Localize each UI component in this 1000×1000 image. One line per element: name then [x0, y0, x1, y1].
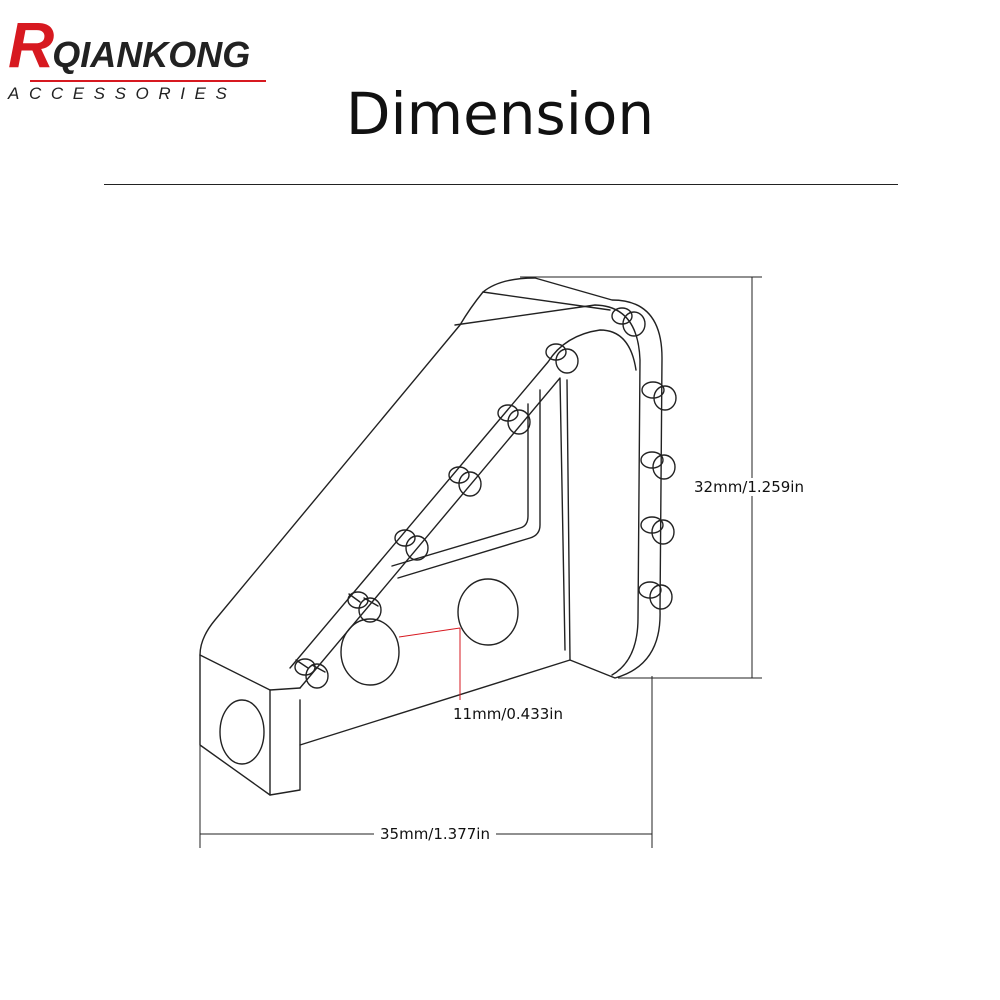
stud — [640, 516, 675, 545]
brand-logo-subtitle: ACCESSORIES — [8, 84, 237, 103]
stud — [640, 451, 676, 480]
bracket-back-face — [454, 304, 641, 676]
stud — [394, 529, 429, 561]
title-divider — [104, 184, 898, 185]
stud — [638, 581, 673, 610]
stud — [611, 307, 646, 337]
bracket-inner-plate — [397, 389, 541, 579]
mount-hole-front — [219, 699, 265, 765]
stud-row-back — [611, 307, 677, 610]
brand-logo-wordmark: RQIANKONG — [8, 8, 250, 82]
stud — [497, 404, 531, 435]
mount-hole-1 — [340, 618, 400, 686]
width-dimension-label: 35mm/1.377in — [374, 825, 496, 843]
stud — [641, 381, 677, 411]
mount-hole-2 — [457, 578, 519, 646]
hole-dim-line — [398, 627, 461, 638]
bracket-top-edge — [482, 291, 611, 311]
stud — [545, 343, 579, 374]
brand-logo-name: QIANKONG — [52, 34, 251, 75]
bracket-outline — [199, 277, 663, 796]
brand-logo-underline — [30, 80, 266, 82]
stud — [294, 658, 329, 689]
stud — [448, 466, 482, 497]
bracket-inner-plate-edge — [391, 403, 529, 567]
height-dimension-label: 32mm/1.259in — [694, 478, 804, 496]
bracket-ridge — [289, 329, 637, 669]
bracket-right-bottom — [566, 379, 571, 661]
stud-row-slope — [294, 343, 579, 689]
hole-dimension-label: 11mm/0.433in — [453, 705, 563, 723]
brand-logo-initial: R — [8, 9, 54, 81]
stud — [347, 591, 382, 623]
brand-logo: RQIANKONG ACCESSORIES — [8, 8, 270, 103]
bracket-front-face — [199, 654, 301, 691]
page-title: Dimension — [345, 80, 655, 148]
bracket-ridge-inner — [299, 377, 566, 689]
